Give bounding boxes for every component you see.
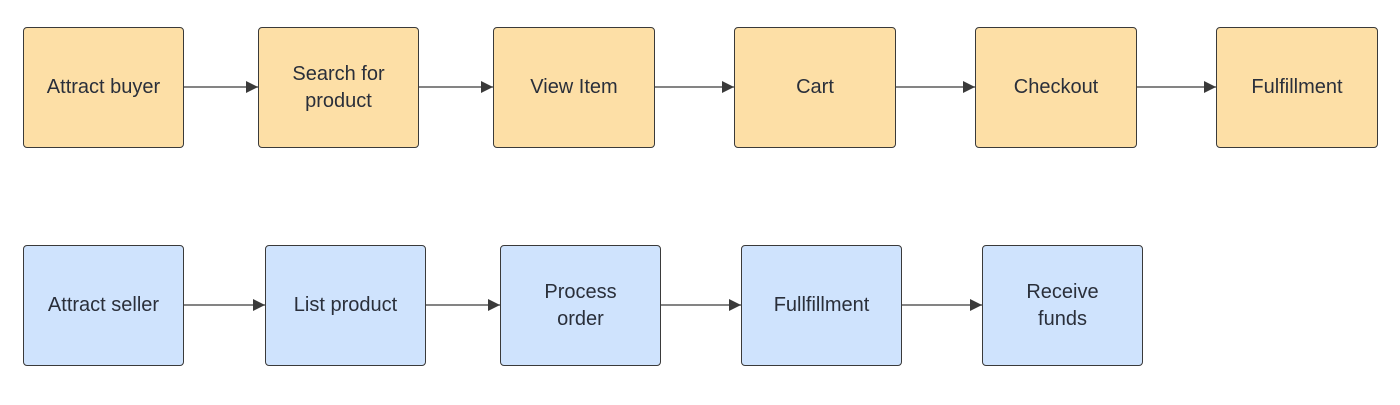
- buyer-step-cart: Cart: [734, 27, 896, 148]
- step-label: Attract buyer: [46, 76, 161, 98]
- seller-step-attract-seller: Attract seller: [23, 245, 184, 366]
- seller-step-receive-funds: Receive funds: [982, 245, 1143, 366]
- step-label: List product: [293, 294, 398, 316]
- step-label: Fulfillment: [1251, 76, 1343, 98]
- seller-step-list-product: List product: [265, 245, 426, 366]
- step-label: View Item: [530, 76, 618, 98]
- buyer-step-checkout: Checkout: [975, 27, 1137, 148]
- step-label: Search for product: [292, 62, 385, 112]
- buyer-step-view-item: View Item: [493, 27, 655, 148]
- seller-step-process-order: Process order: [500, 245, 661, 366]
- step-label: Receive funds: [1026, 280, 1099, 330]
- buyer-step-search-for-product: Search for product: [258, 27, 419, 148]
- buyer-step-fulfillment: Fulfillment: [1216, 27, 1378, 148]
- buyer-step-attract-buyer: Attract buyer: [23, 27, 184, 148]
- step-label: Attract seller: [47, 294, 160, 316]
- seller-step-fullfillment: Fullfillment: [741, 245, 902, 366]
- step-label: Process order: [544, 280, 617, 330]
- step-label: Cart: [796, 76, 834, 98]
- step-label: Checkout: [1013, 76, 1099, 98]
- step-label: Fullfillment: [773, 294, 870, 316]
